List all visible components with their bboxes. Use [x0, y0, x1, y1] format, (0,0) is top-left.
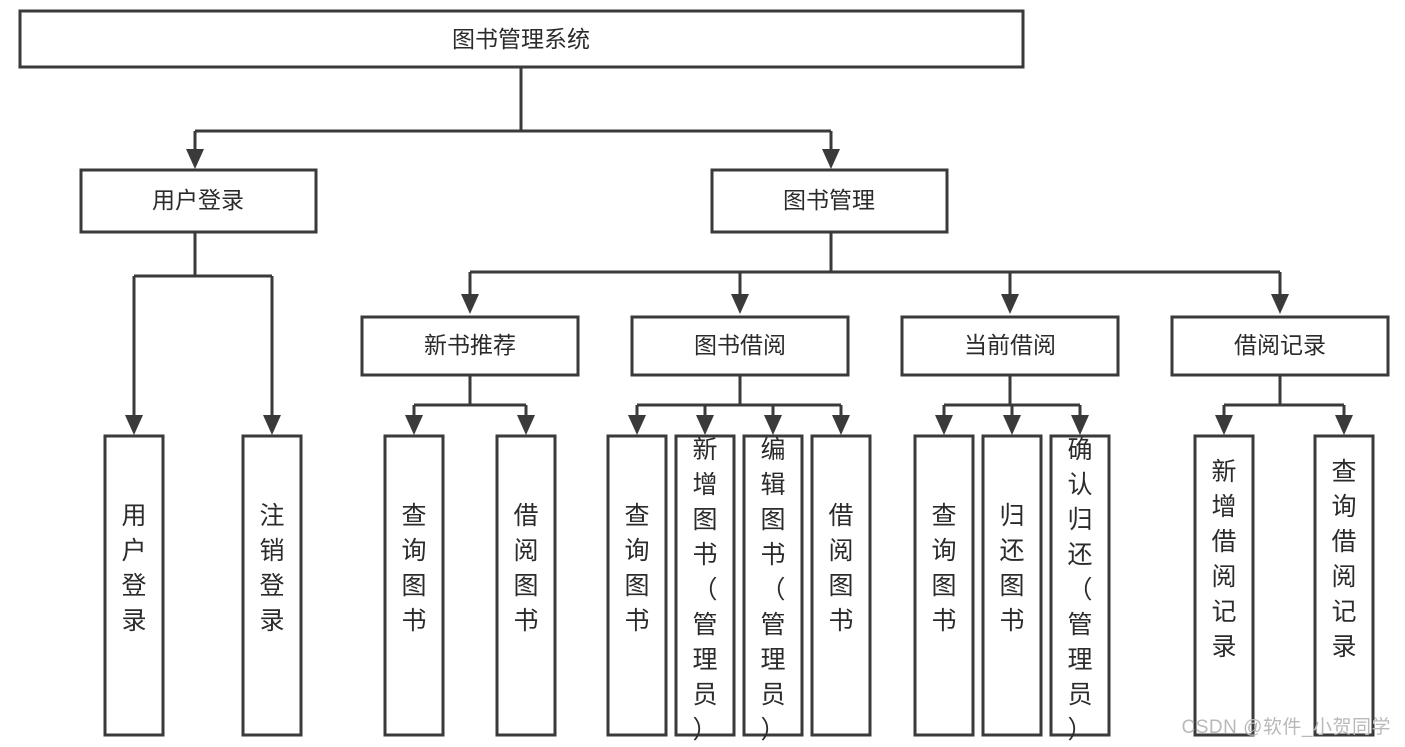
leaf-confirm-return-label: 确认归还（管理员） [1067, 436, 1092, 744]
node-user-login-box[interactable] [79, 168, 318, 234]
arrow-currentborrow-leaf1 [935, 415, 953, 435]
node-current-borrow[interactable]: 当前借阅 [900, 315, 1120, 377]
arrow-borrowrecord-leaf2 [1335, 415, 1353, 435]
leaf-logout-login[interactable]: 注销登录 [241, 434, 303, 737]
leaf-return-book-label: 归还图书 [999, 502, 1024, 635]
arrow-bookborrow-leaf4 [832, 415, 850, 435]
leaf-query-book-2-box[interactable] [606, 434, 668, 737]
node-current-borrow-label: 当前借阅 [964, 332, 1056, 358]
node-book-borrow-box[interactable] [630, 315, 850, 377]
leaf-logout-login-box[interactable] [241, 434, 303, 737]
leaf-query-record[interactable]: 查询借阅记录 [1313, 434, 1375, 737]
leaf-query-record-box[interactable] [1313, 434, 1375, 737]
leaf-query-book-1[interactable]: 查询图书 [383, 434, 445, 737]
arrow-bm-to-borrow-record [1271, 294, 1289, 314]
leaf-return-book-box[interactable] [981, 434, 1043, 737]
node-root-box[interactable] [18, 9, 1025, 69]
arrow-user-login-leaf1 [125, 415, 143, 435]
arrow-root-to-user-login [186, 149, 204, 169]
leaf-add-record-box[interactable] [1193, 434, 1255, 737]
leaf-confirm-return-box[interactable] [1049, 434, 1111, 737]
leaf-user-login[interactable]: 用户登录 [103, 434, 165, 737]
node-borrow-record-box[interactable] [1170, 315, 1390, 377]
leaf-confirm-return[interactable]: 确认归还（管理员） [1049, 434, 1111, 744]
arrow-user-login-leaf2 [263, 415, 281, 435]
leaf-return-book[interactable]: 归还图书 [981, 434, 1043, 737]
leaf-add-book-box[interactable] [674, 434, 736, 737]
arrow-currentborrow-leaf3 [1071, 415, 1089, 435]
leaf-add-record[interactable]: 新增借阅记录 [1193, 434, 1255, 737]
leaf-borrow-book-2[interactable]: 借阅图书 [810, 434, 872, 737]
leaf-borrow-book-2-label: 借阅图书 [828, 502, 853, 635]
node-book-management-label: 图书管理 [783, 187, 875, 213]
arrow-borrowrecord-leaf1 [1215, 415, 1233, 435]
arrow-newbook-leaf1 [405, 415, 423, 435]
csdn-watermark: CSDN @软件_小贺同学 [1181, 717, 1391, 738]
node-book-borrow[interactable]: 图书借阅 [630, 315, 850, 377]
node-book-borrow-label: 图书借阅 [694, 332, 786, 358]
leaf-query-book-1-label: 查询图书 [401, 502, 426, 635]
node-new-book-recommend-box[interactable] [360, 315, 580, 377]
node-borrow-record-label: 借阅记录 [1234, 332, 1326, 358]
leaf-query-book-3-label: 查询图书 [931, 502, 956, 635]
node-user-login[interactable]: 用户登录 [79, 168, 318, 234]
leaf-borrow-book-1[interactable]: 借阅图书 [495, 434, 557, 737]
arrow-bm-to-book-borrow [731, 294, 749, 314]
node-new-book-recommend[interactable]: 新书推荐 [360, 315, 580, 377]
leaf-user-login-box[interactable] [103, 434, 165, 737]
leaf-query-book-3-box[interactable] [913, 434, 975, 737]
leaf-query-record-label: 查询借阅记录 [1331, 458, 1356, 661]
arrow-bookborrow-leaf1 [628, 415, 646, 435]
leaf-query-book-2-label: 查询图书 [624, 502, 649, 635]
node-user-login-label: 用户登录 [152, 187, 244, 213]
node-borrow-record[interactable]: 借阅记录 [1170, 315, 1390, 377]
arrow-newbook-leaf2 [517, 415, 535, 435]
node-new-book-recommend-label: 新书推荐 [424, 332, 516, 358]
connector-layer [125, 67, 1353, 435]
leaf-query-book-1-box[interactable] [383, 434, 445, 737]
leaf-borrow-book-2-box[interactable] [810, 434, 872, 737]
arrow-bm-to-new-book [461, 294, 479, 314]
leaf-edit-book-box[interactable] [742, 434, 804, 737]
node-root[interactable]: 图书管理系统 [18, 9, 1025, 69]
leaf-borrow-book-1-label: 借阅图书 [513, 502, 538, 635]
node-root-label: 图书管理系统 [452, 26, 590, 52]
leaf-query-book-2[interactable]: 查询图书 [606, 434, 668, 737]
arrow-root-to-book-management [822, 149, 840, 169]
leaf-add-book-label: 新增图书（管理员） [692, 436, 717, 744]
leaf-borrow-book-1-box[interactable] [495, 434, 557, 737]
arrow-bookborrow-leaf2 [696, 415, 714, 435]
leaf-query-book-3[interactable]: 查询图书 [913, 434, 975, 737]
arrow-bookborrow-leaf3 [764, 415, 782, 435]
node-book-management[interactable]: 图书管理 [710, 168, 949, 234]
arrow-bm-to-current-borrow [1001, 294, 1019, 314]
leaf-user-login-label: 用户登录 [121, 502, 146, 635]
leaf-logout-login-label: 注销登录 [259, 502, 284, 635]
leaf-edit-book[interactable]: 编辑图书（管理员） [742, 434, 804, 744]
node-book-management-box[interactable] [710, 168, 949, 234]
leaf-edit-book-label: 编辑图书（管理员） [760, 436, 785, 744]
arrow-currentborrow-leaf2 [1003, 415, 1021, 435]
leaf-add-book[interactable]: 新增图书（管理员） [674, 434, 736, 744]
leaf-add-record-label: 新增借阅记录 [1211, 458, 1236, 661]
node-current-borrow-box[interactable] [900, 315, 1120, 377]
